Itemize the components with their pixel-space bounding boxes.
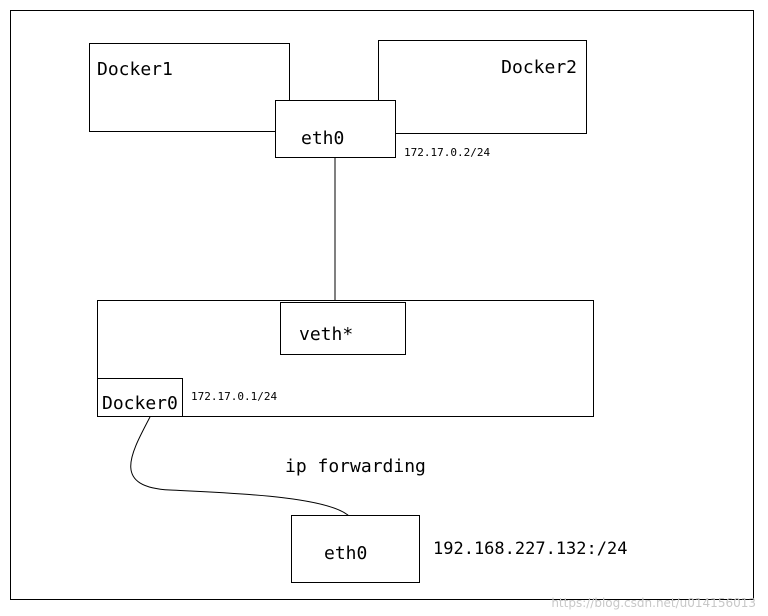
host-eth0-ip: 192.168.227.132:/24 bbox=[433, 539, 628, 559]
veth-box: veth* bbox=[280, 302, 406, 355]
docker1-box: Docker1 bbox=[89, 43, 290, 132]
container-eth0-box: eth0 bbox=[275, 100, 396, 158]
docker0-box: Docker0 bbox=[97, 378, 183, 417]
watermark: https://blog.csdn.net/u014156013 bbox=[551, 596, 756, 610]
host-eth0-label: eth0 bbox=[324, 543, 368, 564]
container-eth0-label: eth0 bbox=[301, 128, 345, 149]
docker2-label: Docker2 bbox=[501, 57, 577, 78]
ip-forwarding-label: ip forwarding bbox=[285, 456, 426, 477]
diagram-frame bbox=[10, 10, 754, 600]
docker0-label: Docker0 bbox=[102, 393, 178, 414]
veth-label: veth* bbox=[299, 324, 354, 345]
host-eth0-box: eth0 bbox=[291, 515, 420, 583]
container-eth0-ip: 172.17.0.2/24 bbox=[404, 146, 491, 159]
docker0-ip: 172.17.0.1/24 bbox=[191, 390, 278, 403]
docker1-label: Docker1 bbox=[97, 59, 173, 80]
docker2-box: Docker2 bbox=[378, 40, 587, 134]
